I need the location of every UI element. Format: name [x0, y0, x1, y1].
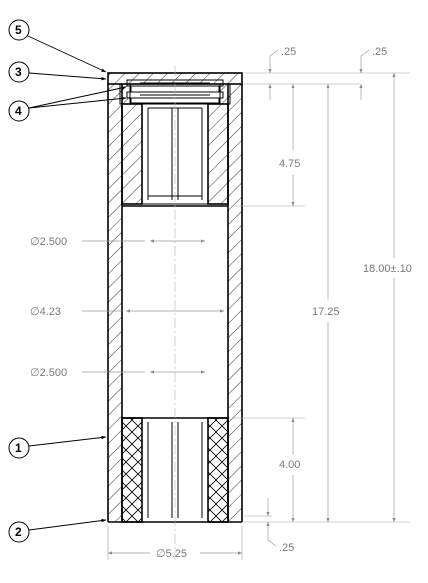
bottom-thickness-label: .25 [279, 542, 294, 554]
top-thickness-b-label: .25 [372, 46, 387, 58]
balloon-2: 2 [15, 525, 22, 539]
right-wall-hatch [228, 84, 242, 522]
left-wall-hatch [108, 84, 122, 522]
upper-insert [121, 103, 229, 207]
upper-insert-depth-label: 4.75 [279, 158, 300, 170]
balloon-5: 5 [15, 23, 22, 37]
balloon-1-group: 1 [8, 435, 107, 459]
balloon-4-group: 4 [8, 86, 127, 122]
outer-diameter-dimension: ∅5.25 [107, 526, 243, 560]
balloon-2-group: 2 [8, 518, 107, 543]
bore-lower-label: ∅2.500 [30, 367, 67, 379]
balloon-5-group: 5 [8, 19, 107, 73]
balloon-3: 3 [15, 65, 22, 79]
bore-upper-label: ∅2.500 [30, 236, 67, 248]
bore-mid-label: ∅4.23 [30, 306, 61, 318]
bore-dimensions: ∅2.500 ∅4.23 ∅2.500 [30, 236, 224, 379]
top-thickness-a-label: .25 [281, 46, 296, 58]
length-dimensions: .25 .25 4.75 4.00 17.25 18.00±.10 .25 [232, 46, 412, 554]
outer-diameter-label: ∅5.25 [156, 548, 187, 560]
balloon-3-group: 3 [8, 61, 107, 83]
balloon-1: 1 [15, 441, 22, 455]
lower-insert-depth-label: 4.00 [279, 459, 300, 471]
balloon-4: 4 [15, 104, 22, 118]
inner-length-label: 17.25 [312, 306, 340, 318]
overall-length-label: 18.00±.10 [363, 263, 412, 275]
